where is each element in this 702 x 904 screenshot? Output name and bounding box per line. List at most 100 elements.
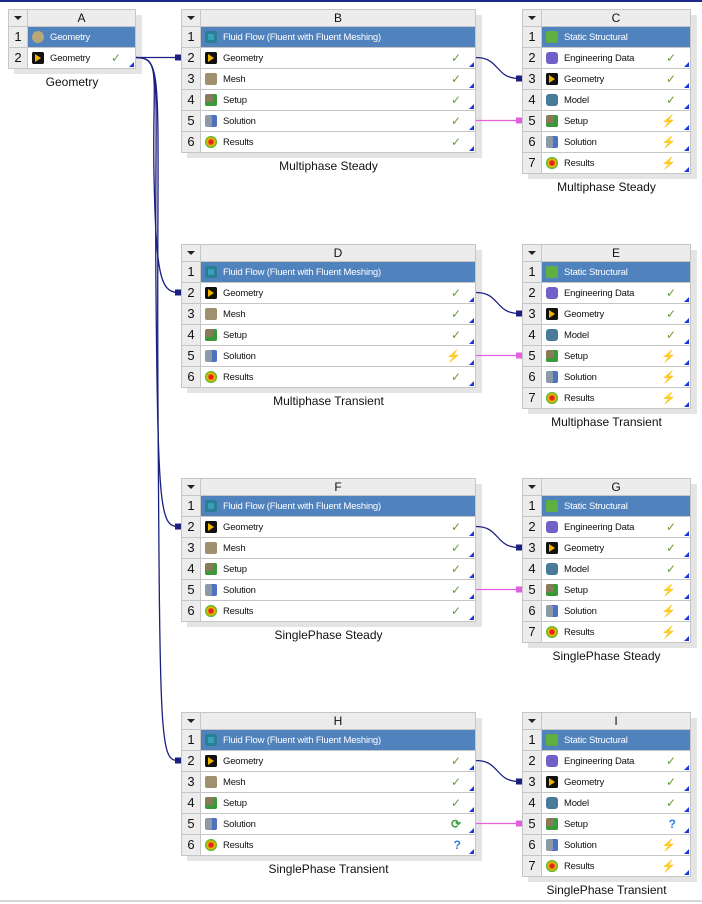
cell-label: Fluid Flow (Fluent with Fluent Meshing): [223, 31, 381, 43]
link-endpoint: [516, 352, 522, 359]
cell-model[interactable]: Model✓: [542, 90, 690, 110]
designmodeler-icon: [205, 287, 217, 299]
cell-solution[interactable]: Solution⚡: [201, 346, 475, 366]
cell-engineering-data[interactable]: Engineering Data✓: [542, 517, 690, 537]
cell-corner-indicator: [684, 786, 689, 791]
cell-geometry[interactable]: Geometry✓: [542, 772, 690, 792]
geometry-share-link: [475, 291, 520, 315]
cell-label: Setup: [223, 563, 247, 575]
cell-geometry[interactable]: Geometry✓: [201, 283, 475, 303]
cell-setup[interactable]: Setup⚡: [542, 580, 690, 600]
system-title[interactable]: SinglePhase Transient: [268, 862, 389, 876]
cell-static-structural[interactable]: Static Structural: [542, 730, 690, 750]
cell-setup[interactable]: Setup⚡: [542, 111, 690, 131]
cell-solution[interactable]: Solution⚡: [542, 367, 690, 387]
status-check-icon: ✓: [450, 562, 461, 576]
cell-setup[interactable]: Setup✓: [201, 90, 475, 110]
cell-model[interactable]: Model✓: [542, 559, 690, 579]
cell-corner-indicator: [684, 531, 689, 536]
system-title[interactable]: SinglePhase Steady: [274, 628, 383, 642]
cell-results[interactable]: Results⚡: [542, 153, 690, 173]
system-title[interactable]: Multiphase Transient: [551, 415, 662, 429]
cell-setup[interactable]: Setup ✓: [201, 559, 475, 579]
cell-solution[interactable]: Solution✓: [201, 111, 475, 131]
cell-geometry[interactable]: Geometry: [28, 27, 135, 47]
cell-setup[interactable]: Setup✓: [201, 325, 475, 345]
cell-fluid-flow-fluent-with-fluent-meshing[interactable]: Fluid Flow (Fluent with Fluent Meshing): [201, 496, 475, 516]
fluent-icon: [205, 31, 217, 43]
cell-solution[interactable]: Solution⚡: [542, 601, 690, 621]
system-title[interactable]: Geometry: [45, 75, 99, 89]
cell-results[interactable]: Results⚡: [542, 388, 690, 408]
cell-setup[interactable]: Setup✓: [201, 793, 475, 813]
cell-geometry[interactable]: Geometry✓: [542, 69, 690, 89]
cell-results[interactable]: Results✓: [201, 601, 475, 621]
cell-model[interactable]: Model✓: [542, 793, 690, 813]
cell-results[interactable]: Results?: [201, 835, 475, 855]
cell-geometry[interactable]: Geometry✓: [201, 517, 475, 537]
cell-geometry[interactable]: Geometry✓: [542, 304, 690, 324]
cell-fluid-flow-fluent-with-fluent-meshing[interactable]: Fluid Flow (Fluent with Fluent Meshing): [201, 262, 475, 282]
cell-fluid-flow-fluent-with-fluent-meshing[interactable]: Fluid Flow (Fluent with Fluent Meshing): [201, 730, 475, 750]
cell-setup[interactable]: Setup?: [542, 814, 690, 834]
cell-geometry[interactable]: Geometry✓: [201, 751, 475, 771]
cell-corner-indicator: [469, 146, 474, 151]
cell-geometry[interactable]: Geometry✓: [201, 48, 475, 68]
cell-solution[interactable]: Solution✓: [201, 580, 475, 600]
cell-engineering-data[interactable]: Engineering Data✓: [542, 48, 690, 68]
system-header: C: [523, 10, 690, 27]
system-title[interactable]: Multiphase Steady: [279, 159, 378, 173]
cell-results[interactable]: Results⚡: [542, 856, 690, 876]
cell-corner-indicator: [684, 297, 689, 302]
cell-engineering-data[interactable]: Engineering Data✓: [542, 283, 690, 303]
cell-label: Static Structural: [564, 266, 628, 278]
cell-results[interactable]: Results⚡: [542, 622, 690, 642]
cell-model[interactable]: Model✓: [542, 325, 690, 345]
cell-solution[interactable]: Solution⚡: [542, 835, 690, 855]
cell-label: Engineering Data: [564, 755, 635, 767]
row-number: 4: [523, 559, 542, 579]
cell-mesh[interactable]: Mesh✓: [201, 69, 475, 89]
cell-static-structural[interactable]: Static Structural: [542, 27, 690, 47]
cell-results[interactable]: Results✓: [201, 367, 475, 387]
designmodeler-icon: [546, 542, 558, 554]
cell-engineering-data[interactable]: Engineering Data✓: [542, 751, 690, 771]
system-title[interactable]: Multiphase Transient: [273, 394, 384, 408]
cell-mesh[interactable]: Mesh✓: [201, 304, 475, 324]
system-menu-button[interactable]: [523, 245, 542, 261]
system-menu-button[interactable]: [182, 713, 201, 729]
system-letter: I: [542, 713, 690, 729]
system-menu-button[interactable]: [523, 713, 542, 729]
cell-mesh[interactable]: Mesh✓: [201, 538, 475, 558]
cell-results[interactable]: Results✓: [201, 132, 475, 152]
cell-static-structural[interactable]: Static Structural: [542, 262, 690, 282]
status-check-icon: ✓: [665, 520, 676, 534]
system-title[interactable]: SinglePhase Steady: [552, 649, 661, 663]
cell-solution[interactable]: Solution⟳: [201, 814, 475, 834]
cell-geometry[interactable]: Geometry✓: [542, 538, 690, 558]
cell-setup[interactable]: Setup⚡: [542, 346, 690, 366]
system-title[interactable]: SinglePhase Transient: [546, 883, 667, 897]
setup-icon: [205, 563, 217, 575]
system-header: A: [9, 10, 135, 27]
system-menu-button[interactable]: [182, 10, 201, 26]
static-structural-icon: [546, 31, 558, 43]
system-menu-button[interactable]: [9, 10, 28, 26]
results-icon: [205, 136, 217, 148]
cell-geometry[interactable]: Geometry✓: [28, 48, 135, 68]
system-menu-button[interactable]: [523, 479, 542, 495]
cell-static-structural[interactable]: Static Structural: [542, 496, 690, 516]
cell-solution[interactable]: Solution⚡: [542, 132, 690, 152]
cell-fluid-flow-fluent-with-fluent-meshing[interactable]: Fluid Flow (Fluent with Fluent Meshing): [201, 27, 475, 47]
cell-mesh[interactable]: Mesh✓: [201, 772, 475, 792]
row-number: 6: [182, 601, 201, 621]
system-menu-button[interactable]: [182, 245, 201, 261]
system-title[interactable]: Multiphase Steady: [557, 180, 656, 194]
system-menu-button[interactable]: [182, 479, 201, 495]
system-menu-button[interactable]: [523, 10, 542, 26]
cell-label: Geometry: [223, 521, 264, 533]
